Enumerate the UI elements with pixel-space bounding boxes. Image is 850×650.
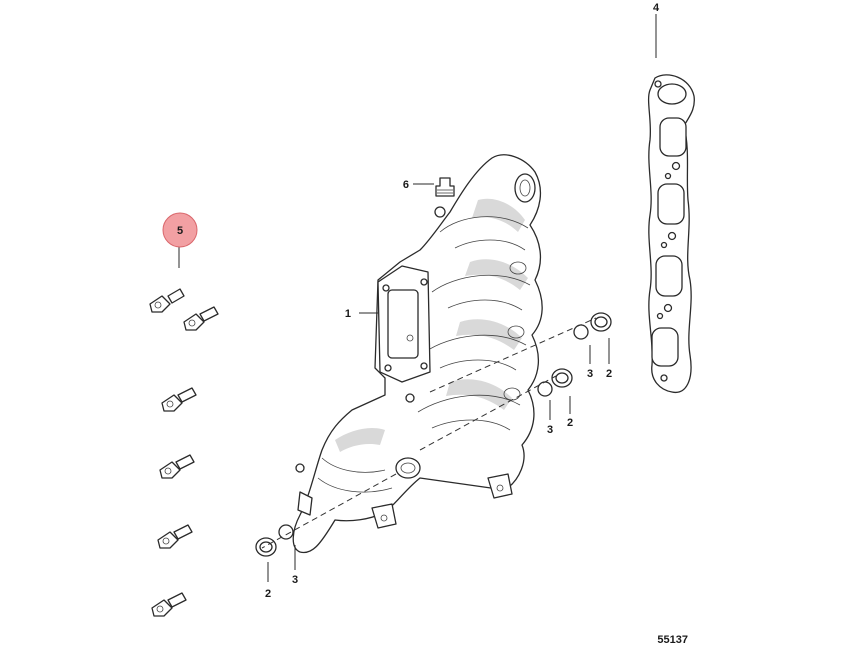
- callout-3-lower: 3: [292, 574, 298, 586]
- callout-4: 4: [653, 2, 660, 14]
- assembly-line-lower: [261, 473, 397, 549]
- bolt[interactable]: [183, 306, 219, 331]
- callout-6: 6: [403, 179, 409, 191]
- bolt[interactable]: [149, 288, 185, 313]
- assembly-line-middle: [419, 375, 557, 451]
- callout-1: 1: [345, 308, 351, 320]
- bolt[interactable]: [159, 454, 195, 479]
- fitting-part-6[interactable]: [435, 177, 455, 197]
- callout-2-upper: 2: [606, 368, 612, 380]
- bolt[interactable]: [151, 592, 187, 617]
- plug-part-2-upper[interactable]: [590, 312, 612, 332]
- callout-2-lower: 2: [265, 588, 271, 600]
- assembly-line-upper: [429, 317, 597, 393]
- figure-number: 55137: [657, 634, 688, 646]
- intake-manifold[interactable]: [292, 154, 543, 554]
- callout-5-highlight: [162, 212, 198, 248]
- callout-3-middle: 3: [547, 424, 553, 436]
- oring-part-3-middle[interactable]: [537, 381, 553, 397]
- bolt[interactable]: [161, 387, 197, 412]
- oring-part-3-upper[interactable]: [573, 324, 589, 340]
- callout-3-upper: 3: [587, 368, 593, 380]
- oring-part-3-lower[interactable]: [278, 524, 294, 540]
- exhaust-gasket[interactable]: [647, 74, 695, 393]
- bolt[interactable]: [157, 524, 193, 549]
- callout-5[interactable]: 5: [177, 225, 183, 237]
- bolt-set-part-5[interactable]: [149, 288, 219, 617]
- callout-2-middle: 2: [567, 417, 573, 429]
- plug-part-2-lower[interactable]: [255, 537, 277, 557]
- plug-part-2-middle[interactable]: [551, 368, 573, 388]
